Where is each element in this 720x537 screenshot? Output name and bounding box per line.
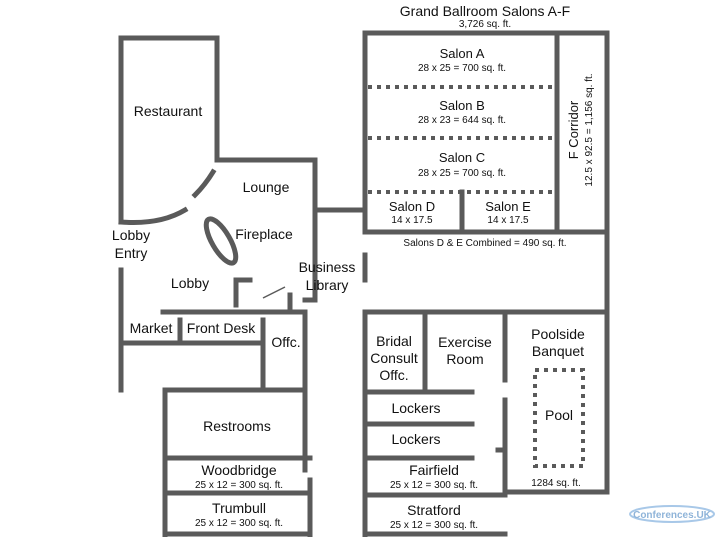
- corridor-dims: 12.5 x 92.5 = 1,156 sq. ft.: [584, 73, 595, 186]
- salon-b[interactable]: Salon B 28 x 23 = 644 sq. ft.: [418, 98, 506, 126]
- bridal-line1: Bridal: [376, 333, 412, 349]
- salon-c[interactable]: Salon C 28 x 25 = 700 sq. ft.: [418, 150, 506, 179]
- salon-c-name: Salon C: [439, 150, 485, 165]
- walls: [118, 30, 610, 537]
- salons-de-combined: Salons D & E Combined = 490 sq. ft.: [403, 238, 566, 249]
- salon-a-name: Salon A: [440, 46, 485, 61]
- library-pointer: [262, 286, 286, 299]
- trumbull-dims: 25 x 12 = 300 sq. ft.: [195, 518, 283, 529]
- pool-area: 1284 sq. ft.: [531, 478, 580, 489]
- trumbull-name: Trumbull: [212, 500, 266, 516]
- partitions: [368, 85, 585, 468]
- salon-e-dims: 14 x 17.5: [487, 215, 529, 226]
- fireplace-label: Fireplace: [235, 226, 293, 242]
- fireplace-shape: [203, 216, 239, 266]
- bridal-line2: Consult: [370, 350, 418, 366]
- salon-b-name: Salon B: [439, 98, 485, 113]
- salon-e[interactable]: Salon E 14 x 17.5: [485, 199, 531, 226]
- business-library-line1: Business: [299, 259, 356, 275]
- ballroom-title: Grand Ballroom Salons A-F: [400, 3, 570, 19]
- salon-e-name: Salon E: [485, 199, 531, 214]
- salon-a-dims: 28 x 25 = 700 sq. ft.: [418, 63, 506, 74]
- watermark-logo: Conferences.UK: [629, 505, 715, 523]
- exercise-line1: Exercise: [438, 334, 492, 350]
- restaurant-label: Restaurant: [134, 103, 203, 119]
- market-label: Market: [130, 320, 173, 336]
- bridal-line3: Offc.: [379, 367, 408, 383]
- restrooms-label: Restrooms: [203, 418, 271, 434]
- corridor-name: F Corridor: [566, 100, 581, 159]
- lockers-2-label: Lockers: [391, 431, 440, 447]
- ballroom-area: 3,726 sq. ft.: [459, 19, 511, 30]
- lobby-entry-line2: Entry: [115, 245, 148, 261]
- watermark-swoosh: [629, 505, 715, 523]
- lobby-entry-line1: Lobby: [112, 227, 150, 243]
- stratford-room[interactable]: Stratford 25 x 12 = 300 sq. ft.: [390, 502, 478, 531]
- poolside-line1: Poolside: [531, 326, 585, 342]
- business-library-line2: Library: [306, 277, 349, 293]
- salon-d[interactable]: Salon D 14 x 17.5: [389, 199, 435, 226]
- salon-d-dims: 14 x 17.5: [391, 215, 433, 226]
- pool-label: Pool: [545, 407, 573, 423]
- salon-b-dims: 28 x 23 = 644 sq. ft.: [418, 115, 506, 126]
- office-label: Offc.: [271, 334, 300, 350]
- salon-c-dims: 28 x 25 = 700 sq. ft.: [418, 168, 506, 179]
- trumbull-room[interactable]: Trumbull 25 x 12 = 300 sq. ft.: [195, 500, 283, 529]
- stratford-dims: 25 x 12 = 300 sq. ft.: [390, 520, 478, 531]
- watermark-text: Conferences.UK: [633, 510, 712, 521]
- lobby-label: Lobby: [171, 275, 209, 291]
- salon-d-name: Salon D: [389, 199, 435, 214]
- salon-a[interactable]: Salon A 28 x 25 = 700 sq. ft.: [418, 46, 506, 74]
- exercise-line2: Room: [446, 351, 483, 367]
- lockers-1-label: Lockers: [391, 400, 440, 416]
- woodbridge-name: Woodbridge: [201, 462, 276, 478]
- woodbridge-room[interactable]: Woodbridge 25 x 12 = 300 sq. ft.: [195, 462, 283, 491]
- front-desk-label: Front Desk: [187, 320, 256, 336]
- poolside-line2: Banquet: [532, 343, 584, 359]
- lounge-label: Lounge: [243, 179, 290, 195]
- fairfield-room[interactable]: Fairfield 25 x 12 = 300 sq. ft.: [390, 462, 478, 491]
- woodbridge-dims: 25 x 12 = 300 sq. ft.: [195, 480, 283, 491]
- f-corridor[interactable]: F Corridor 12.5 x 92.5 = 1,156 sq. ft.: [566, 73, 595, 186]
- fairfield-name: Fairfield: [409, 462, 459, 478]
- stratford-name: Stratford: [407, 502, 461, 518]
- fairfield-dims: 25 x 12 = 300 sq. ft.: [390, 480, 478, 491]
